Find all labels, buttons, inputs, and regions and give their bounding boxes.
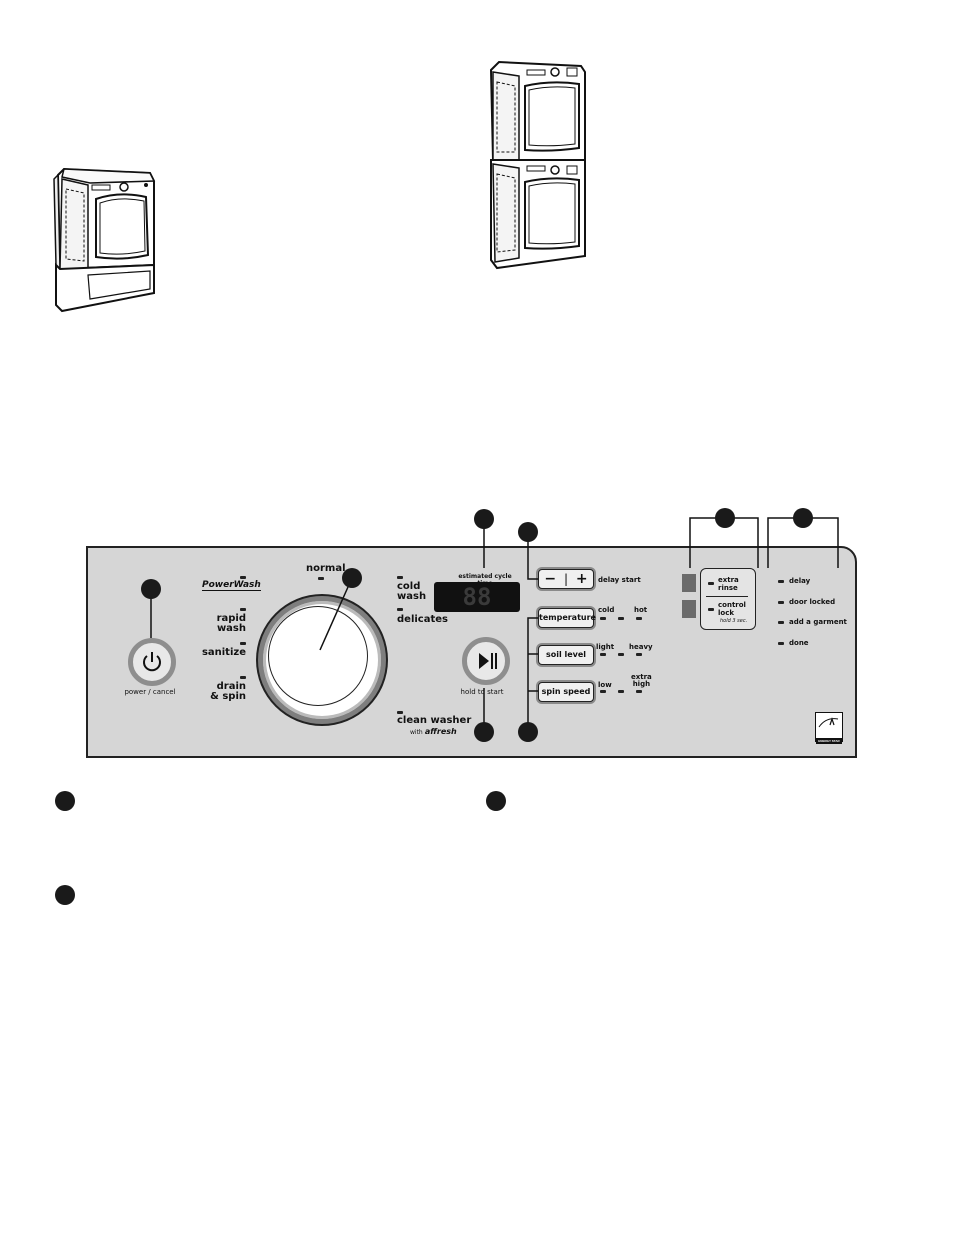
soil-level-low: light <box>596 643 615 651</box>
cycle-cold-wash[interactable]: cold wash <box>397 581 427 602</box>
play-pause-icon <box>479 653 497 669</box>
spin-speed-button[interactable]: spin speed <box>538 682 594 702</box>
temperature-button[interactable]: temperature <box>538 608 596 628</box>
energy-star-icon <box>818 717 839 728</box>
callout-start <box>474 722 494 742</box>
status-delay: delay <box>789 577 811 585</box>
delay-plus-button[interactable]: + <box>575 571 588 587</box>
spin-speed-high: extra high <box>631 673 652 688</box>
callout-status <box>793 508 813 528</box>
control-lock-button[interactable]: control lock <box>718 601 746 617</box>
washer-on-pedestal-illustration <box>53 167 156 313</box>
callout-delay <box>518 522 538 542</box>
delay-start-label: delay start <box>598 576 641 584</box>
cycle-drain-spin[interactable]: drain & spin <box>210 681 246 702</box>
control-lock-hint: hold 3 sec. <box>720 618 748 624</box>
status-door-locked: door locked <box>789 598 836 606</box>
energy-star-logo: ENERGY STAR <box>815 712 843 744</box>
temperature-low: cold <box>598 606 615 614</box>
cycle-sanitize[interactable]: sanitize <box>201 647 246 658</box>
soil-level-button[interactable]: soil level <box>538 645 594 665</box>
delay-start-buttons[interactable]: − | + <box>538 569 594 589</box>
status-done: done <box>789 639 809 647</box>
extra-rinse-button[interactable]: extra rinse <box>718 576 739 592</box>
callout-extra-options <box>715 508 735 528</box>
delay-minus-button[interactable]: − <box>544 571 557 587</box>
callout-item-right-1 <box>486 791 506 811</box>
callout-item-left-1 <box>55 791 75 811</box>
callout-display <box>474 509 494 529</box>
status-add-a-garment: add a garment <box>789 618 847 626</box>
powerwash-logo: PowerWash <box>202 580 261 591</box>
callout-item-left-2 <box>55 885 75 905</box>
start-pause-button[interactable] <box>462 637 510 685</box>
clean-washer-with-affresh: with affresh <box>410 727 457 736</box>
power-icon <box>143 652 161 672</box>
option-buttons-box <box>700 568 756 630</box>
power-cancel-button[interactable] <box>128 638 176 686</box>
callout-power <box>141 579 161 599</box>
soil-level-high: heavy <box>629 643 653 651</box>
cycle-rapid-wash[interactable]: rapid wash <box>216 613 246 634</box>
hold-to-start-label: hold to start <box>460 688 504 696</box>
stacked-washer-dryer-illustration <box>489 60 586 270</box>
callout-options <box>518 722 538 742</box>
temperature-high: hot <box>634 606 648 614</box>
cycle-delicates[interactable]: delicates <box>397 614 448 625</box>
cycle-time-display: 88 <box>434 582 520 612</box>
cycle-normal[interactable]: normal <box>306 563 346 574</box>
control-lock-indicator <box>682 600 696 618</box>
spin-speed-low: low <box>598 681 612 689</box>
cycle-clean-washer[interactable]: clean washer <box>397 715 472 726</box>
power-cancel-label: power / cancel <box>124 688 176 696</box>
extra-rinse-indicator <box>682 574 696 592</box>
callout-selector <box>342 568 362 588</box>
